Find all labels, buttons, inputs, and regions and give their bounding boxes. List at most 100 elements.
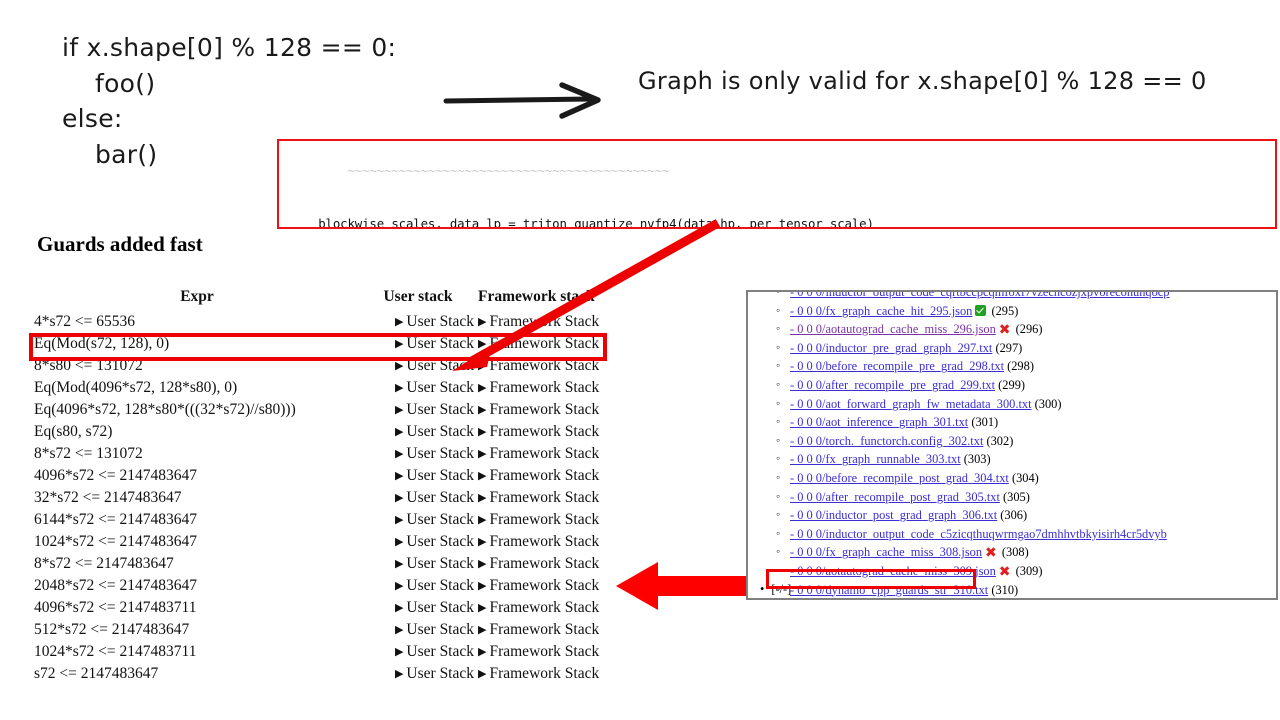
triangle-right-icon[interactable]: ▶ — [478, 425, 487, 438]
user-stack-toggle[interactable]: ▶User Stack — [362, 333, 474, 355]
framework-stack-toggle[interactable]: ▶Framework Stack — [474, 575, 642, 597]
triangle-right-icon[interactable]: ▶ — [478, 403, 487, 416]
triangle-right-icon[interactable]: ▶ — [478, 579, 487, 592]
framework-stack-toggle[interactable]: ▶Framework Stack — [474, 311, 642, 333]
artifact-extension[interactable]: .json — [948, 303, 973, 318]
user-stack-toggle[interactable]: ▶User Stack — [362, 465, 474, 487]
triangle-right-icon[interactable]: ▶ — [394, 579, 404, 592]
artifact-link[interactable]: - 0 0 0/inductor_post_grad_graph_306.txt — [790, 508, 998, 523]
list-item[interactable]: - 0 0 0/fx_graph_cache_hit_295.json (295… — [748, 301, 1276, 321]
list-item[interactable]: - 0 0 0/inductor_post_grad_graph_306.txt… — [748, 505, 1276, 525]
triangle-right-icon[interactable]: ▶ — [394, 601, 404, 614]
list-item[interactable]: - 0 0 0/aot_forward_graph_fw_metadata_30… — [748, 394, 1276, 414]
artifact-link[interactable]: - 0 0 0/fx_graph_cache_hit_295 — [790, 303, 949, 318]
triangle-right-icon[interactable]: ▶ — [394, 337, 404, 350]
framework-stack-toggle[interactable]: ▶Framework Stack — [474, 333, 642, 355]
framework-stack-toggle[interactable]: ▶Framework Stack — [474, 619, 642, 641]
user-stack-toggle[interactable]: ▶User Stack — [362, 509, 474, 531]
list-item[interactable]: - 0 0 0/inductor_output_code_c5zicqthuqw… — [748, 524, 1276, 544]
list-item[interactable]: - 0 0 0/aot_inference_graph_301.txt (301… — [748, 412, 1276, 432]
list-item[interactable]: - 0 0 0/dynamo_cpp_guards_str_310.txt (3… — [748, 580, 1276, 599]
framework-stack-toggle[interactable]: ▶Framework Stack — [474, 531, 642, 553]
artifact-extension[interactable]: .json — [972, 322, 996, 337]
triangle-right-icon[interactable]: ▶ — [394, 469, 404, 482]
artifacts-panel[interactable]: - 0 0 0/inductor_output_code_cqrtbccpcqm… — [746, 290, 1278, 600]
artifact-link[interactable]: - 0 0 0/inductor_pre_grad_graph_297.txt — [790, 340, 993, 355]
user-stack-toggle[interactable]: ▶User Stack — [362, 443, 474, 465]
triangle-right-icon[interactable]: ▶ — [478, 557, 487, 570]
list-item[interactable]: - 0 0 0/aotautograd_cache_miss_296.json✖… — [748, 319, 1276, 339]
artifact-extension[interactable]: .json — [972, 563, 996, 578]
triangle-right-icon[interactable]: ▶ — [394, 513, 404, 526]
triangle-right-icon[interactable]: ▶ — [478, 447, 487, 460]
artifact-link[interactable]: - 0 0 0/before_recompile_pre_grad_298.tx… — [790, 359, 1005, 374]
user-stack-toggle[interactable]: ▶User Stack — [362, 399, 474, 421]
user-stack-toggle[interactable]: ▶User Stack — [362, 487, 474, 509]
triangle-right-icon[interactable]: ▶ — [394, 491, 404, 504]
triangle-right-icon[interactable]: ▶ — [394, 623, 404, 636]
artifact-link[interactable]: - 0 0 0/aotautograd_cache_miss_309 — [790, 563, 973, 578]
user-stack-toggle[interactable]: ▶User Stack — [362, 377, 474, 399]
framework-stack-toggle[interactable]: ▶Framework Stack — [474, 509, 642, 531]
artifact-link[interactable]: - 0 0 0/dynamo_cpp_guards_str_310.txt — [790, 582, 989, 597]
artifact-link[interactable]: - 0 0 0/after_recompile_post_grad_305.tx… — [790, 489, 1000, 504]
artifact-link[interactable]: - 0 0 0/inductor_output_code_c5zicqthuqw… — [790, 526, 1167, 541]
triangle-right-icon[interactable]: ▶ — [394, 403, 404, 416]
user-stack-toggle[interactable]: ▶User Stack — [362, 597, 474, 619]
list-item[interactable]: - 0 0 0/after_recompile_pre_grad_299.txt… — [748, 375, 1276, 395]
list-item[interactable]: - 0 0 0/aotautograd_cache_miss_309.json✖… — [748, 561, 1276, 581]
artifact-link[interactable]: - 0 0 0/inductor_output_code_cqrtbccpcqm… — [790, 290, 1170, 299]
list-item[interactable]: - 0 0 0/compilation_metrics_311.html (31… — [748, 599, 1276, 600]
artifact-link[interactable]: - 0 0 0/after_recompile_pre_grad_299.txt — [790, 377, 996, 392]
triangle-right-icon[interactable]: ▶ — [394, 557, 404, 570]
user-stack-toggle[interactable]: ▶User Stack — [362, 641, 474, 663]
framework-stack-toggle[interactable]: ▶Framework Stack — [474, 553, 642, 575]
user-stack-toggle[interactable]: ▶User Stack — [362, 553, 474, 575]
list-item[interactable]: - 0 0 0/inductor_output_code_cqrtbccpcqm… — [748, 290, 1276, 302]
user-stack-toggle[interactable]: ▶User Stack — [362, 421, 474, 443]
triangle-right-icon[interactable]: ▶ — [478, 381, 487, 394]
list-item[interactable]: - 0 0 0/before_recompile_post_grad_304.t… — [748, 468, 1276, 488]
triangle-right-icon[interactable]: ▶ — [394, 645, 404, 658]
artifact-link[interactable]: - 0 0 0/before_recompile_post_grad_304.t… — [790, 470, 1009, 485]
user-stack-toggle[interactable]: ▶User Stack — [362, 355, 474, 377]
user-stack-toggle[interactable]: ▶User Stack — [362, 311, 474, 333]
triangle-right-icon[interactable]: ▶ — [394, 425, 404, 438]
framework-stack-toggle[interactable]: ▶Framework Stack — [474, 421, 642, 443]
list-item[interactable]: - 0 0 0/after_recompile_post_grad_305.tx… — [748, 487, 1276, 507]
artifact-link[interactable]: - 0 0 0/aotautograd_cache_miss_296 — [790, 322, 973, 337]
triangle-right-icon[interactable]: ▶ — [478, 623, 487, 636]
artifact-link[interactable]: - 0 0 0/fx_graph_runnable_303.txt — [790, 452, 961, 467]
list-item[interactable]: - 0 0 0/inductor_pre_grad_graph_297.txt … — [748, 338, 1276, 358]
framework-stack-toggle[interactable]: ▶Framework Stack — [474, 597, 642, 619]
triangle-right-icon[interactable]: ▶ — [394, 535, 404, 548]
artifact-link[interactable]: - 0 0 0/aot_inference_graph_301.txt — [790, 415, 969, 430]
framework-stack-toggle[interactable]: ▶Framework Stack — [474, 355, 642, 377]
triangle-right-icon[interactable]: ▶ — [478, 667, 487, 680]
triangle-right-icon[interactable]: ▶ — [478, 469, 487, 482]
triangle-right-icon[interactable]: ▶ — [478, 645, 487, 658]
list-item[interactable]: - 0 0 0/torch._functorch.config_302.txt … — [748, 431, 1276, 451]
list-item[interactable]: - 0 0 0/before_recompile_pre_grad_298.tx… — [748, 356, 1276, 376]
user-stack-toggle[interactable]: ▶User Stack — [362, 575, 474, 597]
triangle-right-icon[interactable]: ▶ — [478, 359, 487, 372]
artifact-extension[interactable]: .json — [958, 545, 983, 560]
triangle-right-icon[interactable]: ▶ — [394, 315, 404, 328]
user-stack-toggle[interactable]: ▶User Stack — [362, 619, 474, 641]
artifact-link[interactable]: - 0 0 0/torch._functorch.config_302.txt — [790, 433, 984, 448]
triangle-right-icon[interactable]: ▶ — [478, 315, 487, 328]
framework-stack-toggle[interactable]: ▶Framework Stack — [474, 663, 642, 685]
list-item[interactable]: - 0 0 0/fx_graph_runnable_303.txt (303) — [748, 449, 1276, 469]
user-stack-toggle[interactable]: ▶User Stack — [362, 531, 474, 553]
framework-stack-toggle[interactable]: ▶Framework Stack — [474, 487, 642, 509]
triangle-right-icon[interactable]: ▶ — [478, 337, 487, 350]
artifact-link[interactable]: - 0 0 0/aot_forward_graph_fw_metadata_30… — [790, 396, 1032, 411]
user-stack-toggle[interactable]: ▶User Stack — [362, 663, 474, 685]
framework-stack-toggle[interactable]: ▶Framework Stack — [474, 465, 642, 487]
triangle-right-icon[interactable]: ▶ — [394, 359, 404, 372]
list-item[interactable]: - 0 0 0/fx_graph_cache_miss_308.json✖ (3… — [748, 542, 1276, 562]
framework-stack-toggle[interactable]: ▶Framework Stack — [474, 399, 642, 421]
triangle-right-icon[interactable]: ▶ — [394, 667, 404, 680]
framework-stack-toggle[interactable]: ▶Framework Stack — [474, 443, 642, 465]
triangle-right-icon[interactable]: ▶ — [394, 381, 404, 394]
